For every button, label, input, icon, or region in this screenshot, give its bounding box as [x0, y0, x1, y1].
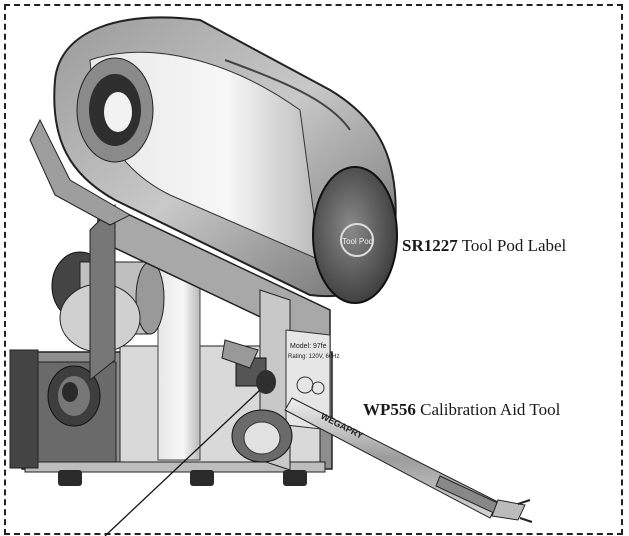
support-post [157, 267, 201, 461]
tool-pod [29, 16, 397, 298]
pod-end-cap: Tool Pod [312, 166, 398, 304]
pod-badge-text: Tool Pod [342, 237, 373, 246]
callout-calibration-aid-tool: WP556 Calibration Aid Tool [363, 400, 561, 420]
callout-description: Tool Pod Label [461, 236, 567, 255]
callout-part-number: SR1227 [402, 236, 458, 255]
internal-bracket [221, 339, 276, 394]
model-text: Model: 97fe [290, 343, 327, 350]
diagram-frame [4, 4, 623, 535]
callout-description: Calibration Aid Tool [420, 400, 561, 419]
rating-text: Rating: 120V, 60Hz [288, 354, 339, 360]
base-feet [58, 470, 307, 486]
adjustment-knob [47, 365, 101, 427]
leader-line [104, 389, 261, 536]
tool-slot [231, 409, 293, 463]
callout-tool-pod-label: SR1227 Tool Pod Label [402, 236, 567, 256]
callout-part-number: WP556 [363, 400, 416, 419]
